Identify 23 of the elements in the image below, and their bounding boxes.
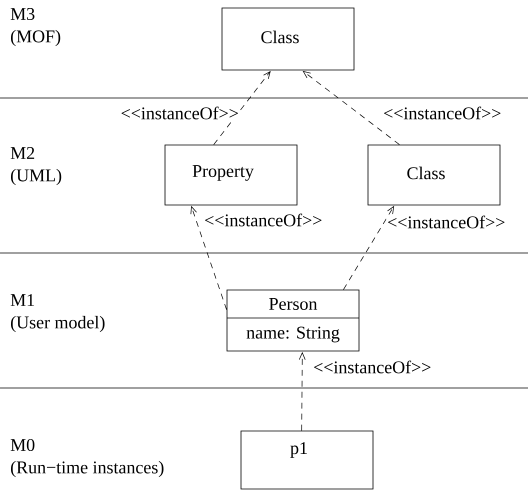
layer-label: (User model)	[11, 316, 105, 332]
edge-label: <<instanceOf>>	[120, 106, 240, 120]
class-box: Person name: String	[226, 290, 360, 352]
layer-label: M0	[10, 438, 34, 452]
edge-label: <<instanceOf>>	[203, 212, 324, 228]
dashed-arrow	[302, 70, 400, 145]
dashed-arrow	[213, 70, 271, 145]
layer-label: (Run−time instances)	[11, 460, 164, 478]
edge-label: <<instanceOf>>	[382, 106, 502, 120]
dashed-arrow	[190, 206, 227, 310]
edge-label: <<instanceOf>>	[386, 214, 506, 230]
class-box: Class	[222, 8, 354, 70]
layer-label: (MOF)	[11, 30, 60, 46]
layer-label: (UML)	[11, 168, 62, 186]
class-box: p1	[240, 430, 374, 490]
layer-label: M3	[10, 8, 34, 20]
class-box: Property	[164, 144, 298, 206]
layer-label: M1	[10, 294, 34, 306]
dashed-arrow	[298, 352, 306, 431]
class-box: Class	[368, 144, 500, 206]
layer-label: M2	[10, 147, 34, 159]
edge-label: <<instanceOf>>	[312, 360, 432, 374]
dashed-arrow	[343, 206, 394, 290]
